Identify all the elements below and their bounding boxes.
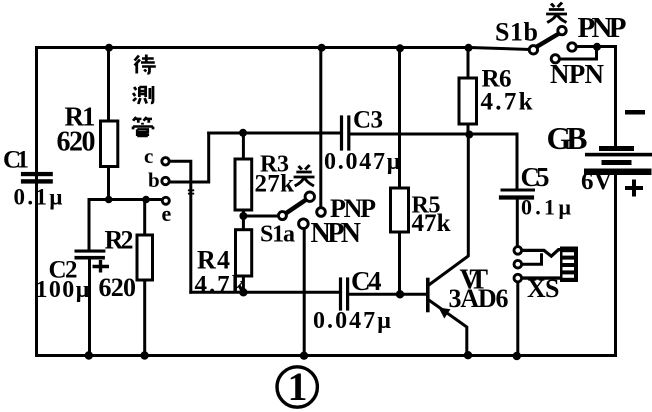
svg-text:NPN: NPN <box>550 59 605 89</box>
svg-text:47k: 47k <box>412 210 451 237</box>
svg-text:S1b: S1b <box>495 18 538 47</box>
svg-text:c: c <box>144 144 153 168</box>
svg-text:R1: R1 <box>65 102 96 132</box>
svg-text:0.047µ: 0.047µ <box>313 308 391 334</box>
svg-text:0.1µ: 0.1µ <box>14 185 63 210</box>
svg-text:C3: C3 <box>353 106 383 133</box>
svg-text:0.047µ: 0.047µ <box>324 149 401 175</box>
svg-text:R5: R5 <box>412 192 441 218</box>
svg-text:1: 1 <box>288 364 308 409</box>
svg-text:620: 620 <box>99 273 137 302</box>
svg-text:C2: C2 <box>49 257 78 284</box>
svg-text:3AD6: 3AD6 <box>449 284 509 313</box>
svg-text:PNP: PNP <box>330 194 376 223</box>
svg-text:4.7k: 4.7k <box>195 272 246 299</box>
svg-text:620: 620 <box>57 127 96 158</box>
svg-text:0.1µ: 0.1µ <box>521 195 571 220</box>
svg-text:4.7k: 4.7k <box>481 88 533 115</box>
svg-text:GB: GB <box>547 120 588 156</box>
svg-text:R4: R4 <box>197 246 230 275</box>
svg-text:R6: R6 <box>482 65 512 92</box>
svg-text:PNP: PNP <box>578 12 627 44</box>
svg-text:e: e <box>162 201 172 226</box>
svg-text:C1: C1 <box>3 147 29 174</box>
svg-text:R3: R3 <box>260 151 289 177</box>
svg-text:R2: R2 <box>105 226 134 255</box>
svg-text:C5: C5 <box>521 162 550 192</box>
svg-text:C4: C4 <box>351 266 382 296</box>
svg-text:6V: 6V <box>581 168 612 195</box>
svg-text:VT: VT <box>460 265 489 296</box>
svg-text:S1a: S1a <box>260 222 295 248</box>
svg-text:NPN: NPN <box>311 218 362 249</box>
svg-text:100µ: 100µ <box>36 277 90 303</box>
svg-text:27k: 27k <box>255 171 295 198</box>
svg-text:b: b <box>148 168 160 192</box>
svg-text:XS: XS <box>527 274 560 303</box>
